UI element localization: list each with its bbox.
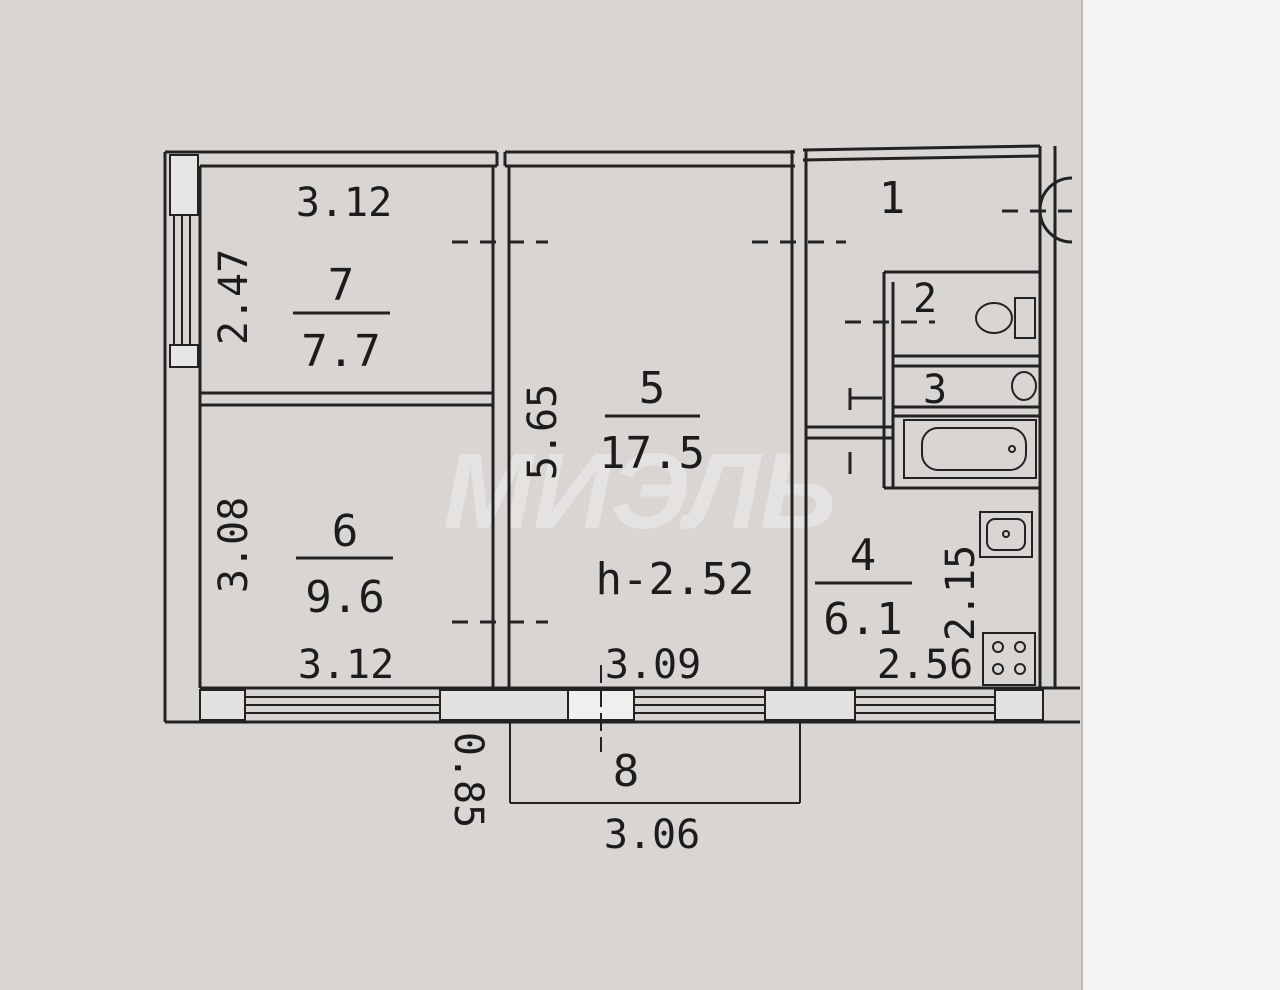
entrance-door-icon [1038, 176, 1073, 244]
dim-room6-width: 3.12 [298, 642, 394, 688]
room-8-number: 8 [613, 746, 640, 797]
dim-balcony-depth: 0.85 [445, 732, 491, 828]
dim-room5-width: 3.09 [605, 642, 701, 688]
bathtub-icon [903, 419, 1037, 479]
room-5-number: 5 [639, 363, 666, 414]
door-markers [452, 209, 1072, 624]
kitchen-sink-icon [979, 511, 1033, 558]
bottom-windows [199, 689, 1044, 721]
dim-room6-length: 3.08 [211, 497, 257, 593]
balcony [509, 665, 801, 804]
dim-room5-length: 5.65 [520, 384, 566, 480]
door-ticks [848, 388, 882, 474]
fixtures [903, 297, 1037, 686]
dim-room7-width: 3.12 [296, 180, 392, 226]
sink-icon [1011, 371, 1037, 401]
room-7-area: 7.7 [301, 326, 380, 377]
room-4-area: 6.1 [823, 594, 902, 645]
right-sheet [1082, 0, 1280, 990]
dim-room4-width: 2.56 [877, 642, 973, 688]
room-2-number: 2 [913, 276, 937, 322]
room-4-number: 4 [850, 530, 877, 581]
stove-icon [982, 632, 1036, 686]
room-5-area: 17.5 [599, 428, 705, 479]
interior-walls [200, 150, 1040, 688]
dim-room7-length: 2.47 [211, 249, 257, 345]
room-1-number: 1 [879, 173, 906, 224]
left-window [169, 154, 199, 368]
room-6-number: 6 [332, 506, 359, 557]
ceiling-height: h-2.52 [596, 554, 755, 605]
area-bars [293, 311, 912, 585]
dim-balcony-width: 3.06 [604, 812, 700, 858]
toilet-icon [975, 297, 1036, 339]
dim-room4-length: 2.15 [938, 545, 984, 641]
room-6-area: 9.6 [305, 572, 384, 623]
room-3-number: 3 [923, 367, 947, 413]
room-7-number: 7 [328, 260, 355, 311]
